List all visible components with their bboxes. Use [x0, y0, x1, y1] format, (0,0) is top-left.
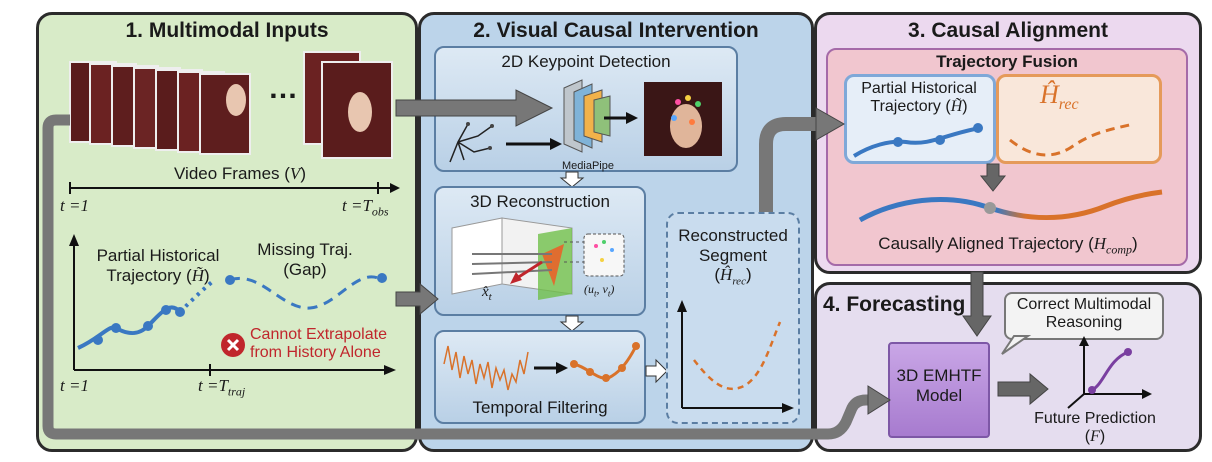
mediapipe-network-icon: [563, 79, 611, 153]
x-hat-label: x̂t: [482, 284, 492, 303]
trajectory-fusion-title: Trajectory Fusion: [936, 52, 1078, 71]
bubble-line2: Reasoning: [1045, 314, 1123, 332]
bubble-line1: Correct Multimodal: [1016, 296, 1152, 313]
panel-title: 4. Forecasting: [823, 293, 966, 316]
error-message: Cannot Extrapolate from History Alone: [250, 326, 387, 362]
uv-label: (ut, vt): [584, 282, 615, 299]
future-prediction-plot: [1067, 336, 1152, 409]
bubble-tail: [1001, 335, 1032, 355]
model-line2: Model: [915, 385, 963, 405]
reconstructed-segment-label: Reconstructed Segment (Ĥrec): [678, 226, 788, 288]
panel-title: 3. Causal Alignment: [908, 19, 1108, 42]
t-start-label-2: t =1: [60, 376, 89, 395]
video-frames-label: Video Frames (V): [174, 164, 306, 183]
aligned-trajectory-label: Causally Aligned Trajectory (Hcomp): [878, 234, 1138, 257]
keypoint-title: 2D Keypoint Detection: [501, 52, 671, 71]
mediapipe-label: MediaPipe: [562, 160, 614, 172]
hand-keypoints-image: [644, 82, 722, 156]
keypoint-sketch: [449, 122, 494, 163]
history-trajectory-plot: [69, 234, 396, 376]
temporal-filtering-plot: [443, 342, 640, 391]
flow-down-arrow-2: [559, 315, 585, 332]
to-segment-arrow: [645, 358, 668, 384]
reconstruction-3d-plot: [451, 217, 573, 300]
future-prediction-label: Future Prediction (F): [1034, 410, 1156, 446]
video-frames-stack: [69, 51, 393, 159]
hand-uv-inset: [564, 233, 625, 277]
aligned-trajectory: [858, 189, 1163, 223]
ellipsis: …: [268, 72, 298, 105]
panel-title: 2. Visual Causal Intervention: [473, 19, 759, 42]
reconstruction-title: 3D Reconstruction: [470, 192, 610, 211]
flow-down-arrow: [559, 171, 585, 188]
reconstructed-segment-box: [666, 212, 800, 424]
hrec-label: Ĥrec: [1040, 80, 1079, 114]
model-line1: 3D EMHTF: [896, 366, 982, 385]
fusion-down-arrow: [979, 163, 1007, 192]
model-to-prediction-arrow: [997, 372, 1049, 406]
panel-title: 1. Multimodal Inputs: [125, 19, 329, 42]
segment-to-fusion-arrow: [759, 107, 846, 212]
temporal-filtering-title: Temporal Filtering: [472, 398, 608, 417]
missing-traj-label: Missing Traj. (Gap): [257, 240, 353, 279]
frames-to-keypoint-arrow: [395, 89, 554, 127]
t-start-label: t =1: [60, 196, 89, 215]
t-obs-label: t =Tobs: [342, 196, 389, 219]
fusion-trajectories: [852, 122, 1135, 158]
reconstructed-segment-plot: [677, 300, 794, 413]
plot-to-recon-arrow: [395, 282, 439, 316]
keypoint-arrows: [506, 112, 638, 150]
time-axis-frames: [69, 182, 400, 194]
reasoning-bubble: Correct Multimodal Reasoning: [1004, 292, 1164, 340]
partial-history-label: Partial Historical Trajectory (H̃): [96, 246, 220, 285]
alignment-to-forecast-arrow: [962, 271, 992, 337]
t-traj-label: t =Ttraj: [198, 376, 246, 399]
partial-history-fusion-label: Partial Historical Trajectory (H̃): [861, 80, 977, 116]
frames-to-model-arrow: [42, 114, 891, 440]
error-x-icon: [221, 333, 245, 357]
emhtf-model-box: 3D EMHTF Model: [888, 342, 990, 438]
